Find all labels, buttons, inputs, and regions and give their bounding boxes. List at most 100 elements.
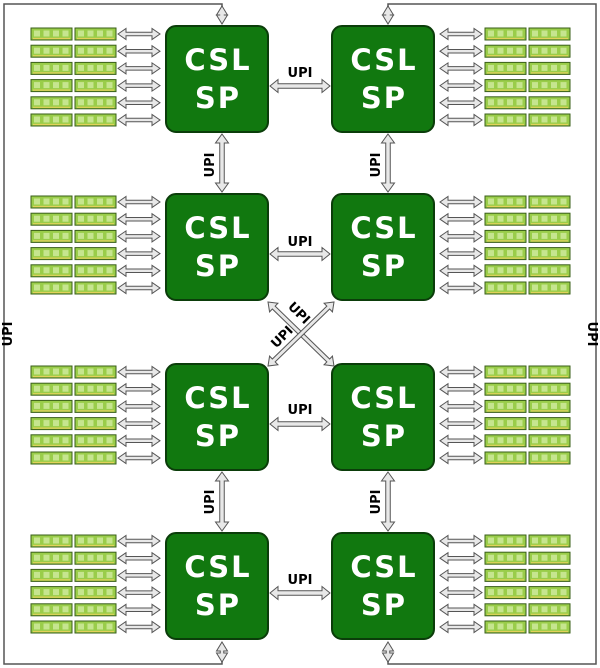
dimm-module [74,27,117,41]
memory-channel-arrow [117,603,161,617]
dimm-module [30,586,73,600]
dimm-module [30,61,73,75]
dimm-module [30,96,73,110]
dimm-module [30,281,73,295]
dimm-module [528,551,571,565]
dimm-module [30,603,73,617]
dimm-module [484,61,527,75]
memory-channel-arrow [439,603,483,617]
memory-channel-arrow [117,247,161,261]
memory-channel-arrow [439,247,483,261]
memory-channel-arrow [117,229,161,243]
upi-label-h-row2: UPI [288,235,313,250]
dimm-module [484,96,527,110]
upi-label-h-row3: UPI [288,403,313,418]
dimm-module [484,399,527,413]
processor-label-line1: CSL [184,43,251,77]
upi-arrow-vertical [214,471,230,532]
dimm-module [528,79,571,93]
dimm-module [528,365,571,379]
dimm-module [74,399,117,413]
dimm-module [528,113,571,127]
dimm-module [528,417,571,431]
memory-channel-arrow [117,113,161,127]
processor-label-line1: CSL [184,211,251,245]
dimm-module [74,417,117,431]
upi-arrow-outer [381,5,395,25]
dimm-module [528,27,571,41]
processor-label-line2: SP [361,419,407,453]
dimm-module [484,27,527,41]
dimm-module [528,451,571,465]
upi-label-outer-right: UPI [584,322,599,347]
dimm-module [528,44,571,58]
processor-label-line1: CSL [350,550,417,584]
processor-chip: CSL SP [331,363,435,471]
dimm-module [74,195,117,209]
memory-channel-arrow [439,212,483,226]
upi-arrow-vertical [380,133,396,193]
memory-channel-arrow [439,96,483,110]
processor-label-line2: SP [195,419,241,453]
memory-channel-arrow [117,399,161,413]
dimm-module [528,382,571,396]
dimm-module [528,534,571,548]
memory-channel-arrow [439,195,483,209]
memory-channel-arrow [439,264,483,278]
memory-channel-arrow [439,586,483,600]
dimm-module [528,212,571,226]
dimm-module [74,534,117,548]
dimm-module [30,399,73,413]
dimm-module [528,96,571,110]
dimm-module [484,568,527,582]
memory-channel-arrow [439,620,483,634]
memory-channel-arrow [439,79,483,93]
dimm-module [484,451,527,465]
dimm-module [30,264,73,278]
memory-channel-arrow [117,434,161,448]
dimm-module [30,247,73,261]
dimm-module [528,603,571,617]
dimm-module [30,195,73,209]
memory-channel-arrow [439,229,483,243]
dimm-module [484,620,527,634]
dimm-module [74,586,117,600]
processor-label-line2: SP [195,249,241,283]
dimm-module [30,113,73,127]
memory-channel-arrow [117,620,161,634]
dimm-module [484,382,527,396]
memory-channel-arrow [439,113,483,127]
memory-channel-arrow [117,281,161,295]
memory-channel-arrow [117,417,161,431]
dimm-module [74,113,117,127]
upi-arrow-horizontal [269,585,331,601]
dimm-module [528,229,571,243]
upi-label-h-row1: UPI [288,66,313,81]
dimm-module [30,79,73,93]
dimm-module [30,212,73,226]
dimm-module [484,551,527,565]
dimm-module [484,365,527,379]
processor-chip: CSL SP [165,193,269,301]
dimm-module [74,568,117,582]
dimm-module [30,568,73,582]
memory-channel-arrow [117,61,161,75]
dimm-module [528,434,571,448]
upi-arrow-diagonal [267,301,335,367]
dimm-module [74,434,117,448]
dimm-module [74,551,117,565]
memory-channel-arrow [439,551,483,565]
upi-arrow-horizontal [269,416,331,432]
dimm-module [30,27,73,41]
processor-label-line1: CSL [350,381,417,415]
dimm-module [30,44,73,58]
dimm-module [74,229,117,243]
memory-channel-arrow [117,551,161,565]
